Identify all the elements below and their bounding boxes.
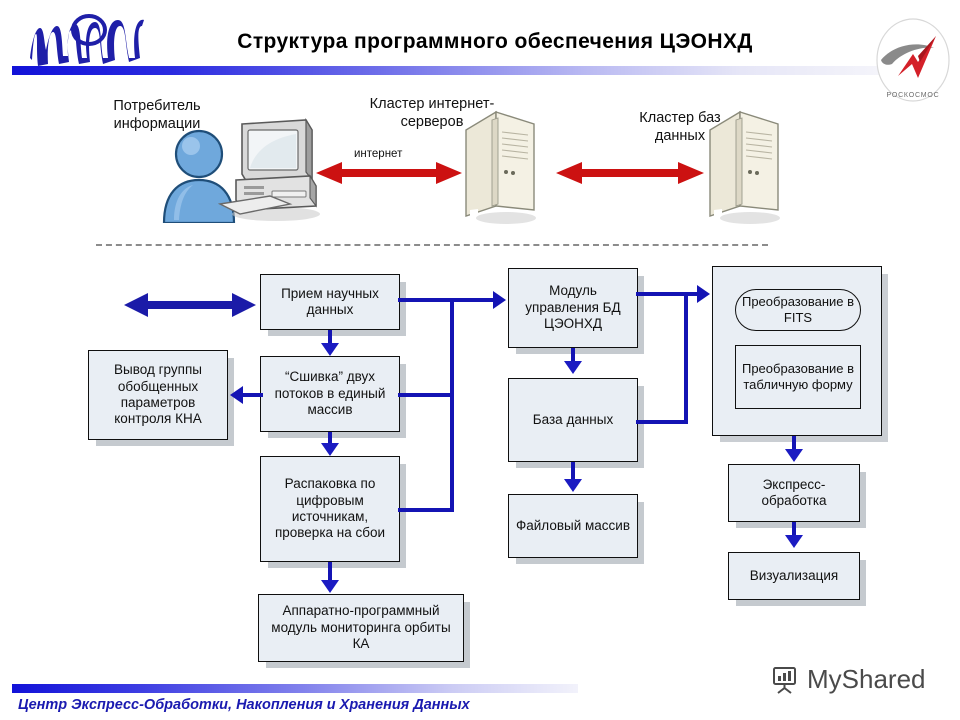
db-cluster-label-line1: Кластер баз <box>639 110 721 126</box>
mephi-logo <box>26 14 150 66</box>
flow-box-intake[interactable]: Прием научных данных <box>260 274 400 330</box>
db-server-cluster-icon <box>706 110 782 225</box>
roscosmos-logo-caption: РОСКОСМОС <box>886 92 940 99</box>
flow-box-convert-table[interactable]: Преобразование в табличную форму <box>735 345 861 409</box>
footer-caption: Центр Экспресс-Обработки, Накопления и Х… <box>18 697 470 713</box>
roscosmos-logo-icon <box>872 16 954 108</box>
connector-dbmodule-database-arrow <box>564 361 582 374</box>
section-divider <box>96 244 768 246</box>
flow-box-stitch[interactable]: “Сшивка” двух потоков в единый массив <box>260 356 400 432</box>
flow-box-unpack[interactable]: Распаковка по цифровым источникам, прове… <box>260 456 400 562</box>
connector-middle-bus-vertical <box>684 292 688 424</box>
connector-unpack-bus-line <box>398 508 452 512</box>
connector-stitch-unpack-line <box>328 432 332 444</box>
consumer-label-line2: информации <box>113 115 201 132</box>
connector-intake-stitch-arrow <box>321 343 339 356</box>
connector-express-visual-arrow <box>785 535 803 548</box>
web-cluster-label: Кластер интернет- серверов <box>352 96 512 132</box>
consumer-label: Потребитель информации <box>82 98 232 134</box>
flow-box-file-array[interactable]: Файловый массив <box>508 494 638 558</box>
connector-intake-stitch-line <box>328 330 332 344</box>
flow-box-database[interactable]: База данных <box>508 378 638 462</box>
footer-divider <box>12 684 578 693</box>
connector-unpack-orbit-line <box>328 562 332 580</box>
connector-database-filearray-line <box>571 462 575 480</box>
connector-bus-convert-arrow <box>697 285 710 303</box>
connector-dbmodule-database-line <box>571 348 575 362</box>
flow-box-orbit-monitor[interactable]: Аппаратно-программный модуль мониторинга… <box>258 594 464 662</box>
connector-stitch-unpack-arrow <box>321 443 339 456</box>
db-cluster-label: Кластер баз данных <box>610 110 750 146</box>
db-cluster-label-line2: данных <box>654 127 706 144</box>
web-cluster-label-line1: Кластер интернет- <box>369 96 495 112</box>
connector-dbmodule-convert-line <box>636 292 688 296</box>
consumer-label-line1: Потребитель <box>113 98 201 114</box>
internet-link-label: интернет <box>354 148 403 160</box>
flow-box-db-module[interactable]: Модуль управления БД ЦЭОНХД <box>508 268 638 348</box>
desktop-computer-icon <box>217 117 328 223</box>
connector-database-convert-line <box>636 420 688 424</box>
flow-group-conversion: Преобразование в FITS Преобразование в т… <box>712 266 882 436</box>
connector-intake-bus-line <box>398 298 452 302</box>
flow-box-convert-fits[interactable]: Преобразование в FITS <box>735 289 861 331</box>
web-server-cluster-icon <box>462 110 538 225</box>
flow-box-express-processing[interactable]: Экспресс-обработка <box>728 464 860 522</box>
internet-link-arrow <box>316 160 462 186</box>
myshared-label: MyShared <box>807 664 926 694</box>
cluster-link-arrow <box>556 160 704 186</box>
connector-left-bus-vertical <box>450 298 454 512</box>
external-link-arrow <box>124 292 256 318</box>
connector-database-filearray-arrow <box>564 479 582 492</box>
connector-express-visual-line <box>792 522 796 536</box>
web-cluster-label-line2: серверов <box>400 113 464 130</box>
connector-bus-dbmodule-line <box>450 298 494 302</box>
myshared-watermark: MyShared <box>770 664 926 695</box>
flow-box-kna-output[interactable]: Вывод группы обобщенных параметров контр… <box>88 350 228 440</box>
connector-bus-dbmodule-arrow <box>493 291 506 309</box>
header-divider <box>12 66 880 75</box>
connector-convert-express-line <box>792 436 796 450</box>
connector-stitch-kna-line <box>243 393 263 397</box>
connector-unpack-orbit-arrow <box>321 580 339 593</box>
page-title: Структура программного обеспечения ЦЭОНХ… <box>237 30 753 53</box>
connector-convert-express-arrow <box>785 449 803 462</box>
connector-stitch-bus-line <box>398 393 452 397</box>
flow-box-visualization[interactable]: Визуализация <box>728 552 860 600</box>
connector-stitch-kna-arrow <box>230 386 243 404</box>
myshared-icon <box>773 666 796 694</box>
connector-bus-convert-line <box>684 292 698 296</box>
